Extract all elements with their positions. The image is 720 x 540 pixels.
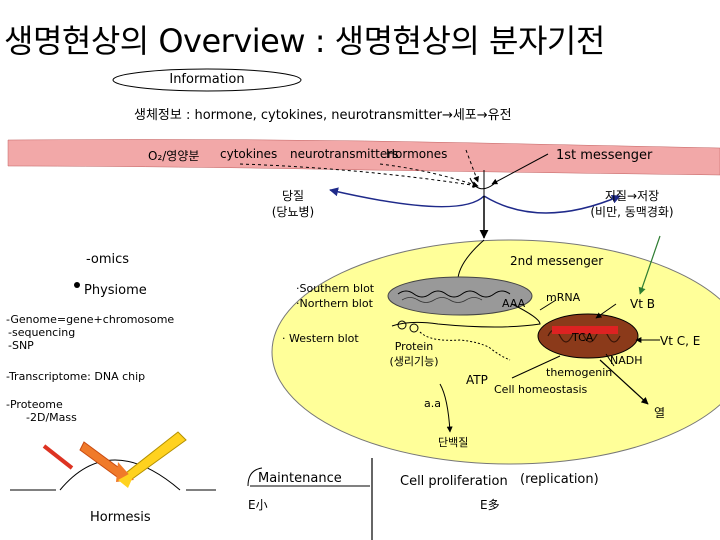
transcriptome-label: -Transcriptome: DNA chip xyxy=(6,370,146,383)
receptor xyxy=(469,177,495,190)
western-blot: · Western blot xyxy=(282,332,359,345)
membrane-hormones: Hormones xyxy=(386,147,448,161)
information-ellipse xyxy=(112,68,302,92)
cell-proliferation-label: Cell proliferation xyxy=(400,474,508,489)
information-label: Information xyxy=(169,72,245,87)
heat-label: 열 xyxy=(654,406,666,420)
protein-label: Protein xyxy=(394,340,434,353)
mitochondrion xyxy=(537,313,639,359)
genome-line-2: -sequencing xyxy=(8,326,76,339)
mito-cristae xyxy=(547,329,621,343)
aa-label: a.a xyxy=(424,397,441,410)
vtb-label: Vt B xyxy=(630,297,655,311)
membrane-neuro: neurotransmitters xyxy=(290,147,399,161)
mrna-label: mRNA xyxy=(546,291,581,304)
northern-blot: ·Northern blot xyxy=(296,297,373,310)
physiome-dot xyxy=(74,282,80,288)
curve-to-lipid xyxy=(483,195,621,214)
first-messenger-label: 1st messenger xyxy=(556,148,653,163)
proteome-line-2: -2D/Mass xyxy=(26,411,77,424)
thermogenin-label: themogenin xyxy=(546,366,613,379)
dan-label: 단백질 xyxy=(438,436,469,449)
membrane-cytokines: cytokines xyxy=(220,147,278,161)
curve-to-sugar xyxy=(329,187,485,208)
lipid-disease-label: (비만, 동맥경화) xyxy=(590,205,674,219)
e-many-label: E多 xyxy=(480,498,500,512)
nadh-arrow xyxy=(605,353,615,367)
e-small-label: E小 xyxy=(248,498,268,512)
genome-line-1: -Genome=gene+chromosome xyxy=(6,313,175,326)
protein-function-label: (생리기능) xyxy=(389,355,439,368)
tca-bar xyxy=(552,326,618,334)
hormesis-label: Hormesis xyxy=(90,510,151,525)
ribosome-1 xyxy=(397,320,407,330)
vtb-arrow xyxy=(595,303,617,319)
first-messenger-arrow xyxy=(491,153,549,185)
aaa-label: AAA xyxy=(502,297,526,310)
replication-label: (replication) xyxy=(520,472,599,487)
dna-strand-2 xyxy=(401,297,483,303)
vtce-label: Vt C, E xyxy=(660,334,701,348)
ribosome-2 xyxy=(409,323,419,333)
dna-strand xyxy=(397,290,511,298)
atp-arrow xyxy=(511,355,561,379)
hormesis-arc xyxy=(59,459,181,491)
sugar-label: 당질 xyxy=(281,189,305,203)
maintenance-label: Maintenance xyxy=(258,471,342,486)
bio-info-line: 생체정보 : hormone, cytokines, neurotransmit… xyxy=(134,108,512,123)
protein-chain xyxy=(419,331,511,361)
lipid-label: 지질→저장 xyxy=(604,189,660,203)
membrane-o2: O₂/영양분 xyxy=(148,149,200,163)
omics-label: -omics xyxy=(86,252,130,267)
membrane-band xyxy=(7,139,720,176)
tca-label: TCA xyxy=(572,331,594,344)
yellow-arrow-head xyxy=(118,470,136,488)
homeostasis-label: Cell homeostasis xyxy=(494,383,588,396)
physiome-label: Physiome xyxy=(84,283,147,298)
aa-arrow xyxy=(439,383,453,433)
orange-arrow-1 xyxy=(42,444,74,470)
second-messenger-label: 2nd messenger xyxy=(510,254,604,268)
nucleus xyxy=(387,276,533,316)
green-line xyxy=(638,235,661,295)
proteome-line-1: -Proteome xyxy=(6,398,63,411)
genome-line-3: -SNP xyxy=(8,339,34,352)
mrna-arrow xyxy=(539,299,557,311)
mrna-chain xyxy=(391,303,541,328)
page-title: 생명현상의 Overview : 생명현상의 분자기전 xyxy=(4,22,605,60)
diabetes-label: (당뇨병) xyxy=(271,205,315,219)
atp-label: ATP xyxy=(466,373,488,387)
heat-arrow xyxy=(599,359,649,405)
southern-blot: ·Southern blot xyxy=(296,282,375,295)
nadh-label: NADH xyxy=(610,354,643,367)
maintenance-arc xyxy=(247,467,263,487)
signal-arrow-2 xyxy=(379,163,479,188)
